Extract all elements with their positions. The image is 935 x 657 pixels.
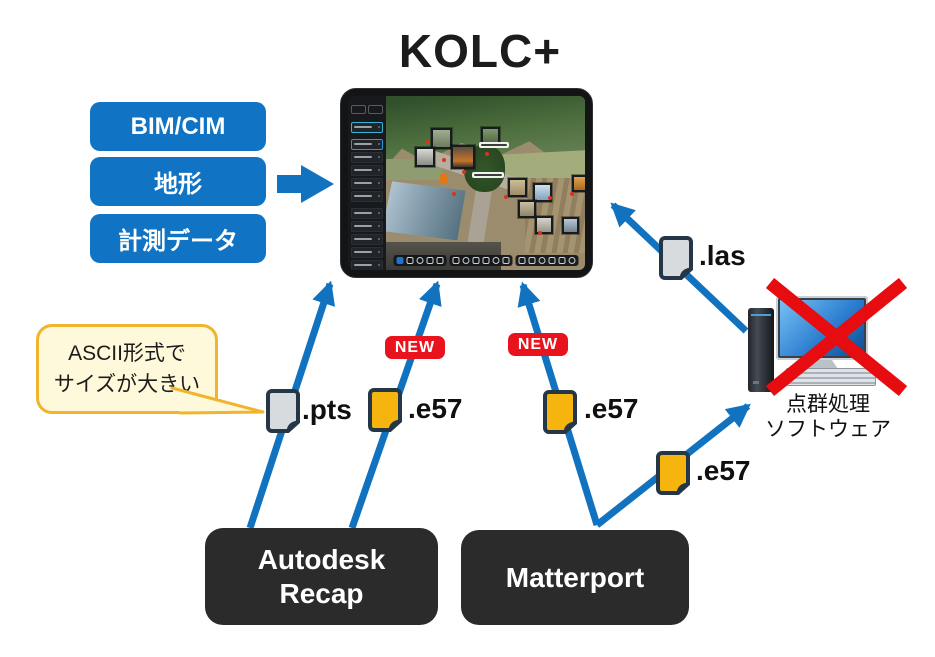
sidebar-layer-item bbox=[351, 165, 383, 176]
excavator bbox=[439, 174, 447, 185]
toolbar-group-select bbox=[393, 255, 446, 266]
sidebar-layer-item bbox=[351, 152, 383, 163]
e57-file-icon bbox=[543, 390, 577, 434]
annotation-label bbox=[472, 172, 504, 178]
new-badge: NEW bbox=[385, 336, 445, 359]
sidebar-layer-item bbox=[351, 260, 383, 270]
point-marker bbox=[452, 192, 456, 196]
input-box-label: BIM/CIM bbox=[130, 112, 226, 140]
ascii-note-text: ASCII形式で サイズが大きい bbox=[53, 341, 201, 397]
node-label: Autodesk Recap bbox=[257, 543, 386, 609]
e57-file-icon bbox=[368, 388, 402, 432]
tool-icon bbox=[568, 257, 575, 264]
point-cloud-software-pc bbox=[740, 278, 910, 398]
tool-icon bbox=[528, 257, 535, 264]
app-sidebar bbox=[348, 96, 386, 270]
sidebar-layer-item bbox=[351, 178, 383, 189]
red-x-icon bbox=[765, 278, 908, 397]
tool-icon bbox=[482, 257, 489, 264]
3d-model-viewport bbox=[386, 96, 585, 270]
sidebar-layer-item bbox=[351, 221, 383, 232]
tool-icon bbox=[426, 257, 433, 264]
point-marker bbox=[442, 158, 446, 162]
input-box-measurement: 計測データ bbox=[90, 214, 266, 263]
tablet-screen bbox=[348, 96, 585, 270]
pc-monitor-stand bbox=[808, 360, 838, 369]
photo-marker-thumbnail bbox=[508, 178, 527, 197]
point-cloud-software-label: 点群処理 ソフトウェア bbox=[765, 393, 891, 442]
sidebar-layer-item bbox=[351, 122, 383, 133]
point-marker bbox=[485, 152, 489, 156]
select-tool-icon bbox=[396, 257, 403, 264]
sidebar-layer-item bbox=[351, 208, 383, 219]
input-box-bim-cim: BIM/CIM bbox=[90, 102, 266, 151]
sidebar-buttons bbox=[351, 105, 383, 114]
building-roof bbox=[386, 181, 466, 241]
photo-marker-thumbnail bbox=[415, 147, 435, 167]
tool-icon bbox=[462, 257, 469, 264]
pts-file-label: .pts bbox=[302, 394, 352, 425]
sidebar-layer-item bbox=[351, 234, 383, 245]
new-badge: NEW bbox=[508, 333, 568, 356]
pts-file-icon bbox=[266, 389, 300, 433]
sidebar-layer-item bbox=[351, 139, 383, 150]
tool-icon bbox=[548, 257, 555, 264]
tool-icon bbox=[416, 257, 423, 264]
point-marker bbox=[570, 192, 574, 196]
las-file-icon bbox=[659, 236, 693, 280]
photo-marker-thumbnail bbox=[562, 217, 579, 234]
tool-icon bbox=[452, 257, 459, 264]
photo-marker-thumbnail bbox=[431, 128, 452, 149]
sidebar-layer-item bbox=[351, 191, 383, 202]
kolc-tablet bbox=[340, 88, 593, 278]
point-marker bbox=[538, 231, 542, 235]
node-label: Matterport bbox=[505, 561, 645, 593]
node-matterport: Matterport bbox=[461, 530, 689, 625]
sidebar-layer-item bbox=[351, 247, 383, 258]
node-autodesk-recap: Autodesk Recap bbox=[205, 528, 438, 625]
toolbar-group-measure bbox=[449, 255, 512, 266]
photo-marker-thumbnail bbox=[533, 183, 552, 202]
e57-file-label: .e57 bbox=[584, 393, 639, 424]
tool-icon bbox=[558, 257, 565, 264]
tool-icon bbox=[538, 257, 545, 264]
tool-icon bbox=[518, 257, 525, 264]
tool-icon bbox=[492, 257, 499, 264]
las-file-label: .las bbox=[699, 240, 746, 271]
toolbar-group-annotate bbox=[515, 255, 578, 266]
tool-icon bbox=[502, 257, 509, 264]
photo-marker-thumbnail bbox=[518, 200, 536, 218]
tool-icon bbox=[436, 257, 443, 264]
e57-file-label: .e57 bbox=[696, 455, 751, 486]
page-title: KOLC+ bbox=[398, 25, 562, 77]
pc-tower-icon bbox=[748, 308, 774, 392]
bubble-tail bbox=[170, 386, 265, 415]
tool-icon bbox=[406, 257, 413, 264]
e57-file-icon bbox=[656, 451, 690, 495]
photo-marker-thumbnail bbox=[535, 216, 553, 234]
tool-icon bbox=[472, 257, 479, 264]
e57-file-label: .e57 bbox=[408, 393, 463, 424]
input-block-arrow-icon bbox=[277, 165, 334, 203]
point-marker bbox=[462, 170, 466, 174]
input-box-label: 地形 bbox=[154, 171, 202, 198]
input-box-label: 計測データ bbox=[118, 228, 238, 255]
photo-marker-thumbnail bbox=[572, 175, 585, 192]
viewer-toolbar bbox=[393, 255, 578, 266]
photo-marker-thumbnail bbox=[451, 145, 475, 169]
point-marker bbox=[548, 196, 552, 200]
point-marker bbox=[504, 195, 508, 199]
point-marker bbox=[426, 140, 430, 144]
annotation-label bbox=[479, 142, 509, 148]
input-box-terrain: 地形 bbox=[90, 157, 266, 206]
